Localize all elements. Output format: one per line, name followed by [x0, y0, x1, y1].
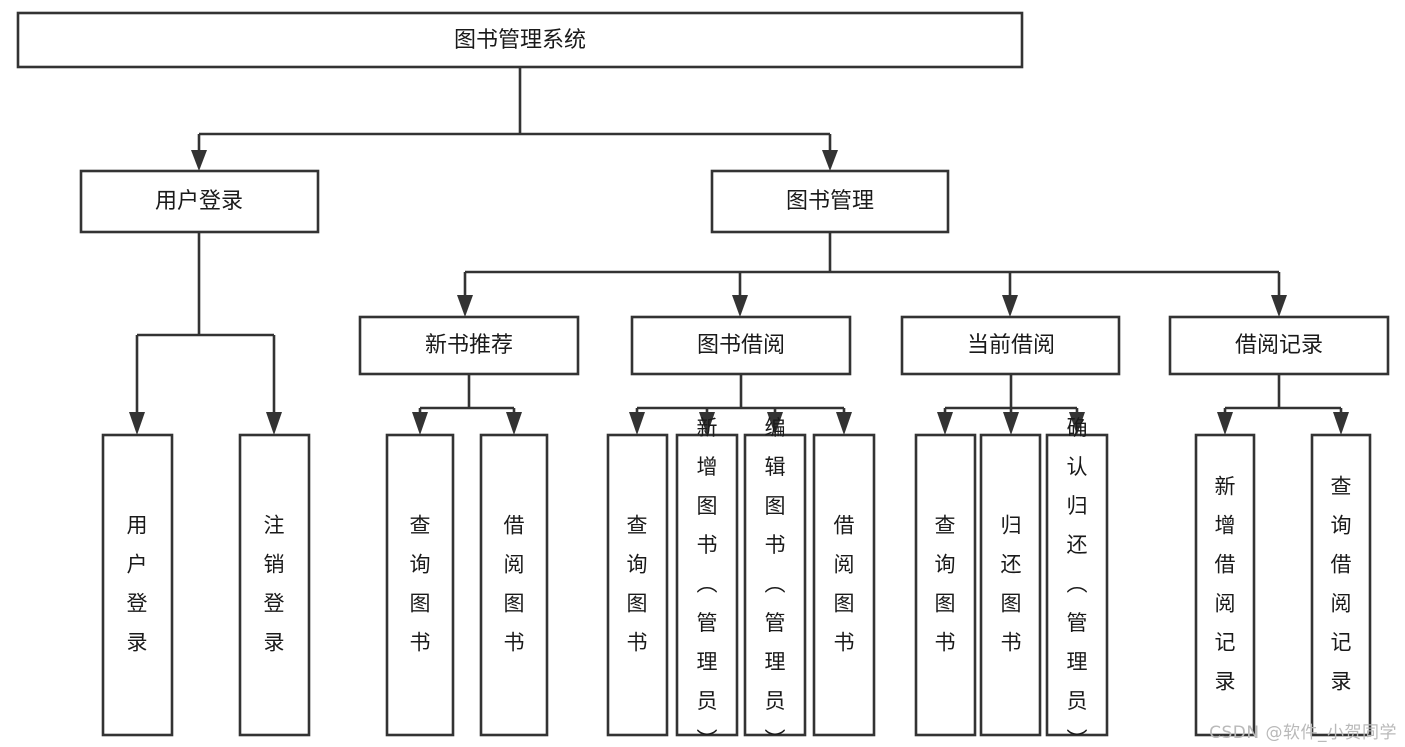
arrow-head-current-borrow: [1002, 295, 1018, 317]
leaf-query-book-3-label: 查询图书: [935, 514, 956, 655]
node-new-book-rec[interactable]: 新书推荐: [358, 315, 580, 376]
arrow-head-leaf-user-login: [129, 412, 145, 435]
leaf-user-login[interactable]: 用户登录: [101, 433, 174, 737]
arrow-head-user-login: [191, 150, 207, 171]
node-current-borrow-box[interactable]: [900, 315, 1121, 376]
node-root[interactable]: 图书管理系统: [16, 11, 1024, 69]
node-root-label: 图书管理系统: [454, 28, 586, 53]
leaf-query-book-1-box[interactable]: [385, 433, 455, 737]
leaf-return-book-label: 归还图书: [1001, 514, 1022, 655]
node-new-book-rec-label: 新书推荐: [425, 333, 513, 358]
arrow-head-leaf-query-record: [1333, 412, 1349, 435]
leaf-logout-label: 注销登录: [264, 514, 285, 655]
node-book-borrow-label: 图书借阅: [697, 333, 785, 358]
connector-layer: [129, 67, 1349, 435]
node-current-borrow[interactable]: 当前借阅: [900, 315, 1121, 376]
arrow-head-leaf-query-book-3: [937, 412, 953, 435]
arrow-head-leaf-query-book-2: [629, 412, 645, 435]
leaf-add-record-box[interactable]: [1194, 433, 1256, 737]
leaf-add-record-label: 新增借阅记录: [1215, 475, 1236, 694]
leaf-query-book-1-label: 查询图书: [410, 514, 431, 655]
node-book-manage-box[interactable]: [710, 169, 950, 234]
arrow-head-leaf-add-book: [699, 412, 715, 435]
leaf-user-login-label: 用户登录: [127, 514, 148, 655]
leaf-query-record-box[interactable]: [1310, 433, 1372, 737]
arrow-head-new-book-rec: [457, 295, 473, 317]
leaf-borrow-book-2[interactable]: 借阅图书: [812, 433, 876, 737]
leaf-add-book-box[interactable]: [675, 433, 739, 737]
leaf-logout[interactable]: 注销登录: [238, 433, 311, 737]
leaf-borrow-book-2-label: 借阅图书: [834, 514, 855, 655]
leaf-query-book-2[interactable]: 查询图书: [606, 433, 669, 737]
leaf-query-record[interactable]: 查询借阅记录: [1310, 433, 1372, 737]
node-user-login-label: 用户登录: [155, 189, 243, 214]
node-borrow-record-box[interactable]: [1168, 315, 1390, 376]
node-user-login-box[interactable]: [79, 169, 320, 234]
arrow-head-book-borrow: [732, 295, 748, 317]
leaf-return-book-box[interactable]: [979, 433, 1042, 737]
node-borrow-record[interactable]: 借阅记录: [1168, 315, 1390, 376]
node-book-borrow[interactable]: 图书借阅: [630, 315, 852, 376]
leaf-query-book-1[interactable]: 查询图书: [385, 433, 455, 737]
leaf-confirm-return-label: 确认归还︵管理员︶: [1067, 416, 1088, 747]
arrow-head-book-manage: [822, 150, 838, 171]
leaf-add-book[interactable]: 新增图书︵管理员︶: [675, 416, 739, 747]
leaf-query-book-2-box[interactable]: [606, 433, 669, 737]
leaf-borrow-book-2-box[interactable]: [812, 433, 876, 737]
arrow-head-leaf-edit-book: [767, 412, 783, 435]
leaf-query-book-3-box[interactable]: [914, 433, 977, 737]
node-book-borrow-box[interactable]: [630, 315, 852, 376]
leaf-borrow-book-1-label: 借阅图书: [504, 514, 525, 655]
node-book-manage[interactable]: 图书管理: [710, 169, 950, 234]
leaf-query-book-3[interactable]: 查询图书: [914, 433, 977, 737]
node-book-manage-label: 图书管理: [786, 189, 874, 214]
leaf-confirm-return[interactable]: 确认归还︵管理员︶: [1045, 416, 1109, 747]
node-borrow-record-label: 借阅记录: [1235, 333, 1323, 358]
node-new-book-rec-box[interactable]: [358, 315, 580, 376]
leaf-confirm-return-box[interactable]: [1045, 433, 1109, 737]
leaf-query-record-label: 查询借阅记录: [1331, 475, 1352, 694]
leaf-user-login-box[interactable]: [101, 433, 174, 737]
arrow-head-borrow-record: [1271, 295, 1287, 317]
arrow-head-leaf-borrow-book-1: [506, 412, 522, 435]
arrow-head-leaf-return-book: [1003, 412, 1019, 435]
arrow-head-leaf-add-record: [1217, 412, 1233, 435]
arrow-head-leaf-query-book-1: [412, 412, 428, 435]
leaf-borrow-book-1-box[interactable]: [479, 433, 549, 737]
node-user-login[interactable]: 用户登录: [79, 169, 320, 234]
leaf-logout-box[interactable]: [238, 433, 311, 737]
leaf-return-book[interactable]: 归还图书: [979, 433, 1042, 737]
node-root-box[interactable]: [16, 11, 1024, 69]
leaf-query-book-2-label: 查询图书: [627, 514, 648, 655]
arrow-head-leaf-confirm-return: [1069, 412, 1085, 435]
leaf-add-record[interactable]: 新增借阅记录: [1194, 433, 1256, 737]
leaf-edit-book-box[interactable]: [743, 433, 807, 737]
leaf-borrow-book-1[interactable]: 借阅图书: [479, 433, 549, 737]
leaf-add-book-label: 新增图书︵管理员︶: [697, 416, 718, 747]
leaf-edit-book[interactable]: 编辑图书︵管理员︶: [743, 416, 807, 747]
leaf-edit-book-label: 编辑图书︵管理员︶: [765, 416, 786, 747]
arrow-head-leaf-logout: [266, 412, 282, 435]
node-current-borrow-label: 当前借阅: [967, 333, 1055, 358]
arrow-head-leaf-borrow-book-2: [836, 412, 852, 435]
